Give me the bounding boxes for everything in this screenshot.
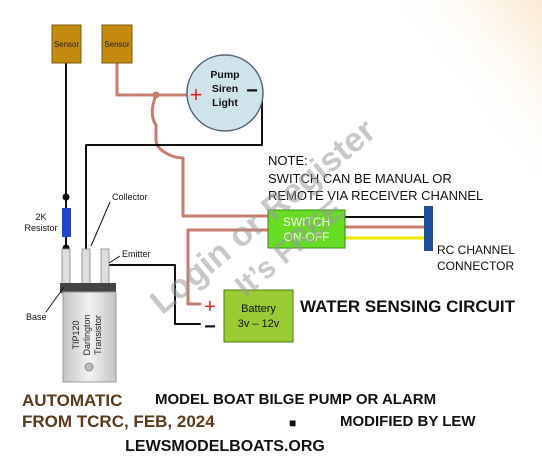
emitter-pointer	[108, 255, 121, 264]
load-label-line2: Siren	[212, 83, 238, 95]
tip120-transistor: TIP120 Darlington Transistor Collector E…	[26, 192, 151, 383]
resistor-label-line2: Resistor	[24, 223, 57, 233]
junction-dot	[62, 193, 70, 201]
pump-siren-light-load: Pump Siren Light + −	[186, 54, 264, 132]
background-glow	[300, 0, 542, 300]
collector-label: Collector	[112, 192, 148, 202]
battery-voltage: 3v – 12v	[238, 318, 280, 330]
transistor-label-line3: Transistor	[93, 315, 103, 355]
battery-title: Battery	[241, 303, 276, 315]
note-title: NOTE:	[268, 153, 308, 168]
load-plus-sign: +	[190, 82, 203, 107]
note-line-2: REMOTE VIA RECEIVER CHANNEL	[268, 188, 483, 203]
red-wires	[115, 61, 426, 306]
sensor-2-label: Sensor	[104, 40, 130, 49]
rc-connector-label-line1: RC CHANNEL	[437, 243, 515, 257]
rc-connector-label-line2: CONNECTOR	[437, 259, 514, 273]
wire-emitter-to-battery-minus	[104, 264, 201, 325]
footer-automatic: AUTOMATIC	[22, 391, 122, 410]
junction-dot	[152, 91, 160, 99]
resistor-label-line1: 2K	[35, 212, 46, 222]
battery-plus-sign: +	[204, 296, 216, 318]
footer: AUTOMATIC MODEL BOAT BILGE PUMP OR ALARM…	[22, 391, 476, 455]
footer-modified: MODIFIED BY LEW	[340, 413, 476, 430]
battery-minus-sign: −	[204, 316, 216, 338]
transistor-label-line2: Darlington	[82, 314, 92, 355]
note: NOTE: SWITCH CAN BE MANUAL OR REMOTE VIA…	[268, 153, 483, 203]
transistor-label-line1: TIP120	[71, 320, 81, 349]
on-off-switch: SWITCH ON-OFF	[267, 209, 346, 249]
switch-label-line1: SWITCH	[283, 215, 330, 229]
emitter-label: Emitter	[122, 249, 151, 259]
footer-bullet: ■	[289, 416, 296, 430]
battery: Battery 3v – 12v + −	[204, 289, 294, 343]
wire-switch-to-battery-plus	[186, 228, 270, 306]
sensor-1: Sensor	[51, 24, 82, 64]
transistor-pins	[61, 248, 110, 286]
wire-sensor2-to-load-plus	[115, 61, 192, 97]
base-pointer	[45, 286, 65, 313]
sensor-2: Sensor	[101, 24, 133, 64]
load-label-line3: Light	[212, 97, 238, 109]
sensor-1-label: Sensor	[54, 40, 80, 49]
wire-load-loop-to-switch	[150, 93, 270, 218]
rc-channel-connector: RC CHANNEL CONNECTOR	[424, 206, 515, 273]
wire-load-minus-to-collector	[85, 94, 263, 251]
resistor-2k: 2K Resistor	[24, 208, 71, 237]
switch-label-line2: ON-OFF	[284, 230, 330, 244]
note-line-1: SWITCH CAN BE MANUAL OR	[268, 171, 452, 186]
footer-title: MODEL BOAT BILGE PUMP OR ALARM	[155, 391, 436, 408]
collector-pointer	[90, 201, 111, 247]
footer-from: FROM TCRC, FEB, 2024	[22, 412, 215, 431]
footer-site: LEWSMODELBOATS.ORG	[125, 438, 325, 455]
load-label-line1: Pump	[210, 69, 239, 81]
base-label: Base	[26, 312, 47, 322]
circuit-title: WATER SENSING CIRCUIT	[300, 297, 516, 316]
load-minus-sign: −	[246, 80, 258, 102]
